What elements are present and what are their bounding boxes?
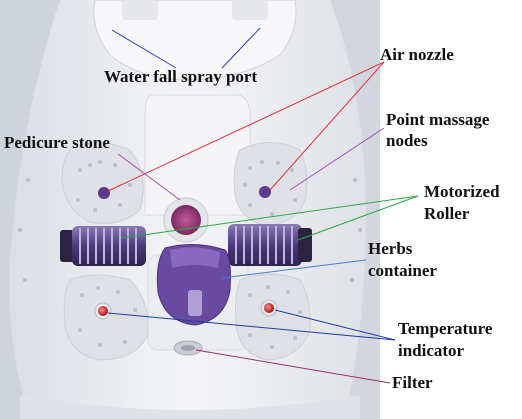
label-temperature-line1: Temperature (398, 319, 493, 338)
label-filter: Filter (392, 373, 433, 392)
temperature-indicator-left (98, 306, 108, 316)
pedicure-stone (171, 205, 201, 235)
label-herbs-line1: Herbs (368, 239, 413, 258)
roller-right-end (298, 228, 312, 262)
waterfall-slot-left (122, 0, 158, 20)
herbs-container-grip (188, 290, 202, 316)
label-point-massage-line1: Point massage (386, 110, 490, 129)
massage-node-right (259, 186, 271, 198)
massage-node-left (98, 187, 110, 199)
label-temperature-line2: indicator (398, 341, 465, 360)
roller-right (228, 224, 302, 266)
label-air-nozzle: Air nozzle (380, 45, 454, 64)
label-waterfall-spray-port: Water fall spray port (104, 67, 258, 86)
label-motorized-line1: Motorized (424, 182, 500, 201)
roller-left-end (60, 230, 74, 262)
label-point-massage-line2: nodes (386, 131, 428, 150)
herbs-container-lid (170, 247, 220, 268)
label-motorized-line2: Roller (424, 204, 470, 223)
waterfall-slot-right (232, 0, 268, 20)
label-pedicure-stone: Pedicure stone (4, 133, 110, 152)
basin-wall-left (0, 0, 60, 419)
basin-rim-bottom (20, 395, 360, 419)
filter-center (181, 345, 195, 351)
label-herbs-line2: container (368, 261, 437, 280)
center-channel (144, 94, 251, 216)
temperature-indicator-right (264, 303, 274, 313)
roller-left (72, 226, 146, 266)
